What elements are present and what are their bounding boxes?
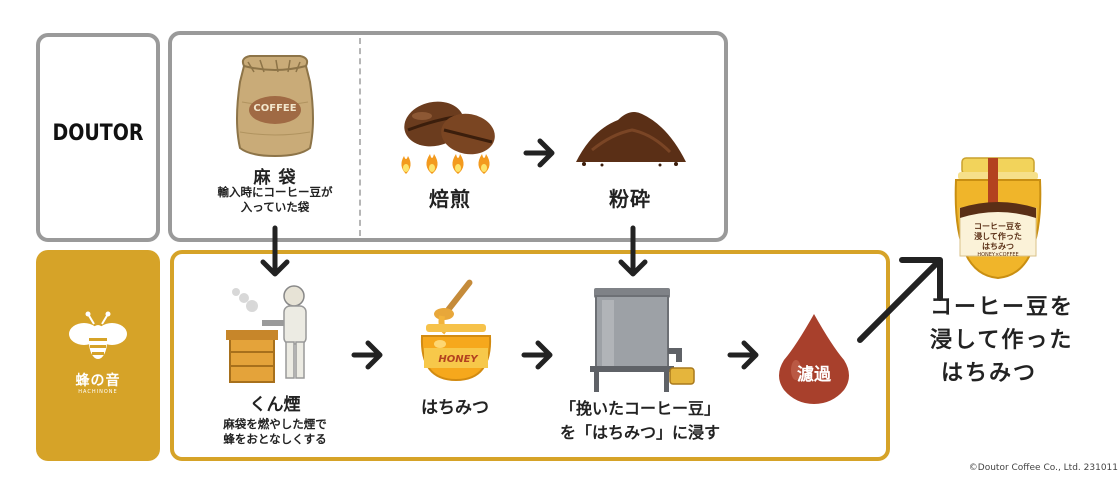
arrow-right-icon [523, 138, 555, 168]
honey-jar-icon [420, 279, 492, 382]
hachinone-process-box [170, 250, 890, 461]
sack-desc-1: 輸入時にコーヒー豆が [217, 185, 333, 199]
arrow-right-icon [727, 340, 759, 370]
hachinone-logo-sub: HACHINONE [78, 389, 118, 395]
hachinone-logo-text: 蜂の音 [75, 373, 121, 389]
product-jar-icon [954, 157, 1042, 280]
sack-printed-text: COFFEE [253, 103, 297, 114]
doutor-process-box [168, 31, 728, 242]
ground-coffee-icon [576, 112, 686, 167]
soak-label-1: 「挽いたコーヒー豆」 [559, 399, 720, 418]
product-line-2: 浸して作った [930, 328, 1074, 353]
copyright-text: ©Doutor Coffee Co., Ltd. 231011 [968, 463, 1118, 473]
arrow-down-icon [618, 225, 648, 277]
process-divider [359, 38, 361, 236]
roast-label: 焙煎 [429, 187, 471, 211]
roasting-beans-icon [401, 101, 495, 174]
coffee-sack-icon [236, 55, 314, 158]
doutor-brand-box [36, 33, 160, 242]
jar-text-2: 浸して作った [974, 232, 1022, 241]
jar-text-3: はちみつ [982, 242, 1014, 251]
filter-label: 濾過 [797, 365, 831, 385]
grind-label: 粉砕 [609, 187, 651, 211]
smoke-desc-2: 蜂をおとなしくする [223, 432, 327, 446]
soak-label-2: を「はちみつ」に浸す [559, 423, 720, 442]
jar-text-1: コーヒー豆を [974, 222, 1022, 231]
arrow-right-icon [521, 340, 553, 370]
beekeeper-icon [226, 285, 307, 383]
honey-label: はちみつ [421, 398, 489, 418]
product-line-3: はちみつ [941, 361, 1038, 386]
smoke-desc-1: 麻袋を燃やした煙で [223, 417, 327, 431]
arrow-down-icon [260, 225, 290, 277]
sack-desc-2: 入っていた袋 [240, 200, 310, 214]
jar-text-4: HONEY×COFFEE [977, 252, 1019, 258]
sack-label: 麻 袋 [253, 168, 297, 188]
smoke-label: くん煙 [249, 395, 301, 415]
product-line-1: コーヒー豆を [930, 295, 1075, 320]
soaking-tank-icon [590, 288, 695, 392]
arrow-right-icon [351, 340, 383, 370]
doutor-logo: DOUTOR [52, 120, 144, 146]
bee-logo-icon [69, 311, 127, 359]
honey-jar-label: HONEY [438, 354, 478, 365]
arrow-up-right-icon [857, 257, 943, 343]
filter-drop-icon [779, 314, 849, 404]
